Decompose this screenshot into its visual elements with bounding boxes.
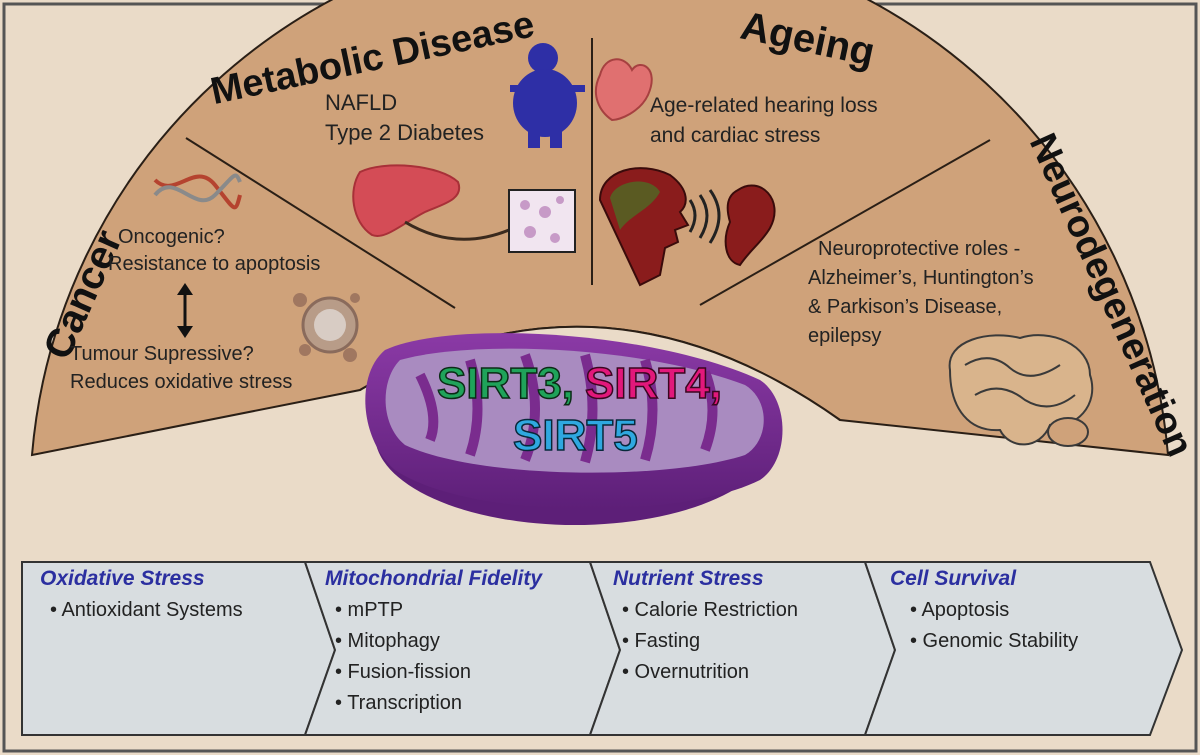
process-item: • Apoptosis [910, 599, 1009, 621]
process-item: • Fasting [622, 630, 700, 652]
ageing-line-2: and cardiac stress [650, 124, 820, 147]
process-title-survival: Cell Survival [890, 567, 1017, 590]
metabolic-line-1: NAFLD [325, 90, 397, 115]
sirt4-label: SIRT4, [585, 359, 722, 408]
neuro-line-3: & Parkison’s Disease, [808, 296, 1002, 318]
sirt5-label: SIRT5 [513, 411, 638, 460]
cancer-line-3: Tumour Supressive? [70, 343, 254, 365]
process-item: • mPTP [335, 599, 403, 621]
sirt3-label: SIRT3, [437, 359, 574, 408]
ageing-line-1: Age-related hearing loss [650, 94, 878, 117]
neuro-line-4: epilepsy [808, 325, 881, 347]
cancer-line-1: Oncogenic? [118, 226, 225, 248]
process-item: • Antioxidant Systems [50, 599, 243, 621]
process-item: • Mitophagy [335, 630, 440, 652]
process-item: • Genomic Stability [910, 630, 1078, 652]
process-item: • Fusion-fission [335, 661, 471, 683]
process-item: • Calorie Restriction [622, 599, 798, 621]
cancer-line-2: Resistance to apoptosis [108, 253, 320, 275]
metabolic-line-2: Type 2 Diabetes [325, 120, 484, 145]
neuro-line-1: Neuroprotective roles - [818, 238, 1020, 260]
tissue-slide-icon [509, 190, 575, 252]
process-title-fidelity: Mitochondrial Fidelity [325, 567, 543, 590]
neuro-line-2: Alzheimer’s, Huntington’s [808, 267, 1034, 289]
process-title-oxidative: Oxidative Stress [40, 567, 205, 590]
process-title-nutrient: Nutrient Stress [613, 567, 764, 590]
cancer-line-4: Reduces oxidative stress [70, 371, 292, 393]
process-item: • Overnutrition [622, 661, 749, 683]
process-item: • Transcription [335, 692, 462, 714]
